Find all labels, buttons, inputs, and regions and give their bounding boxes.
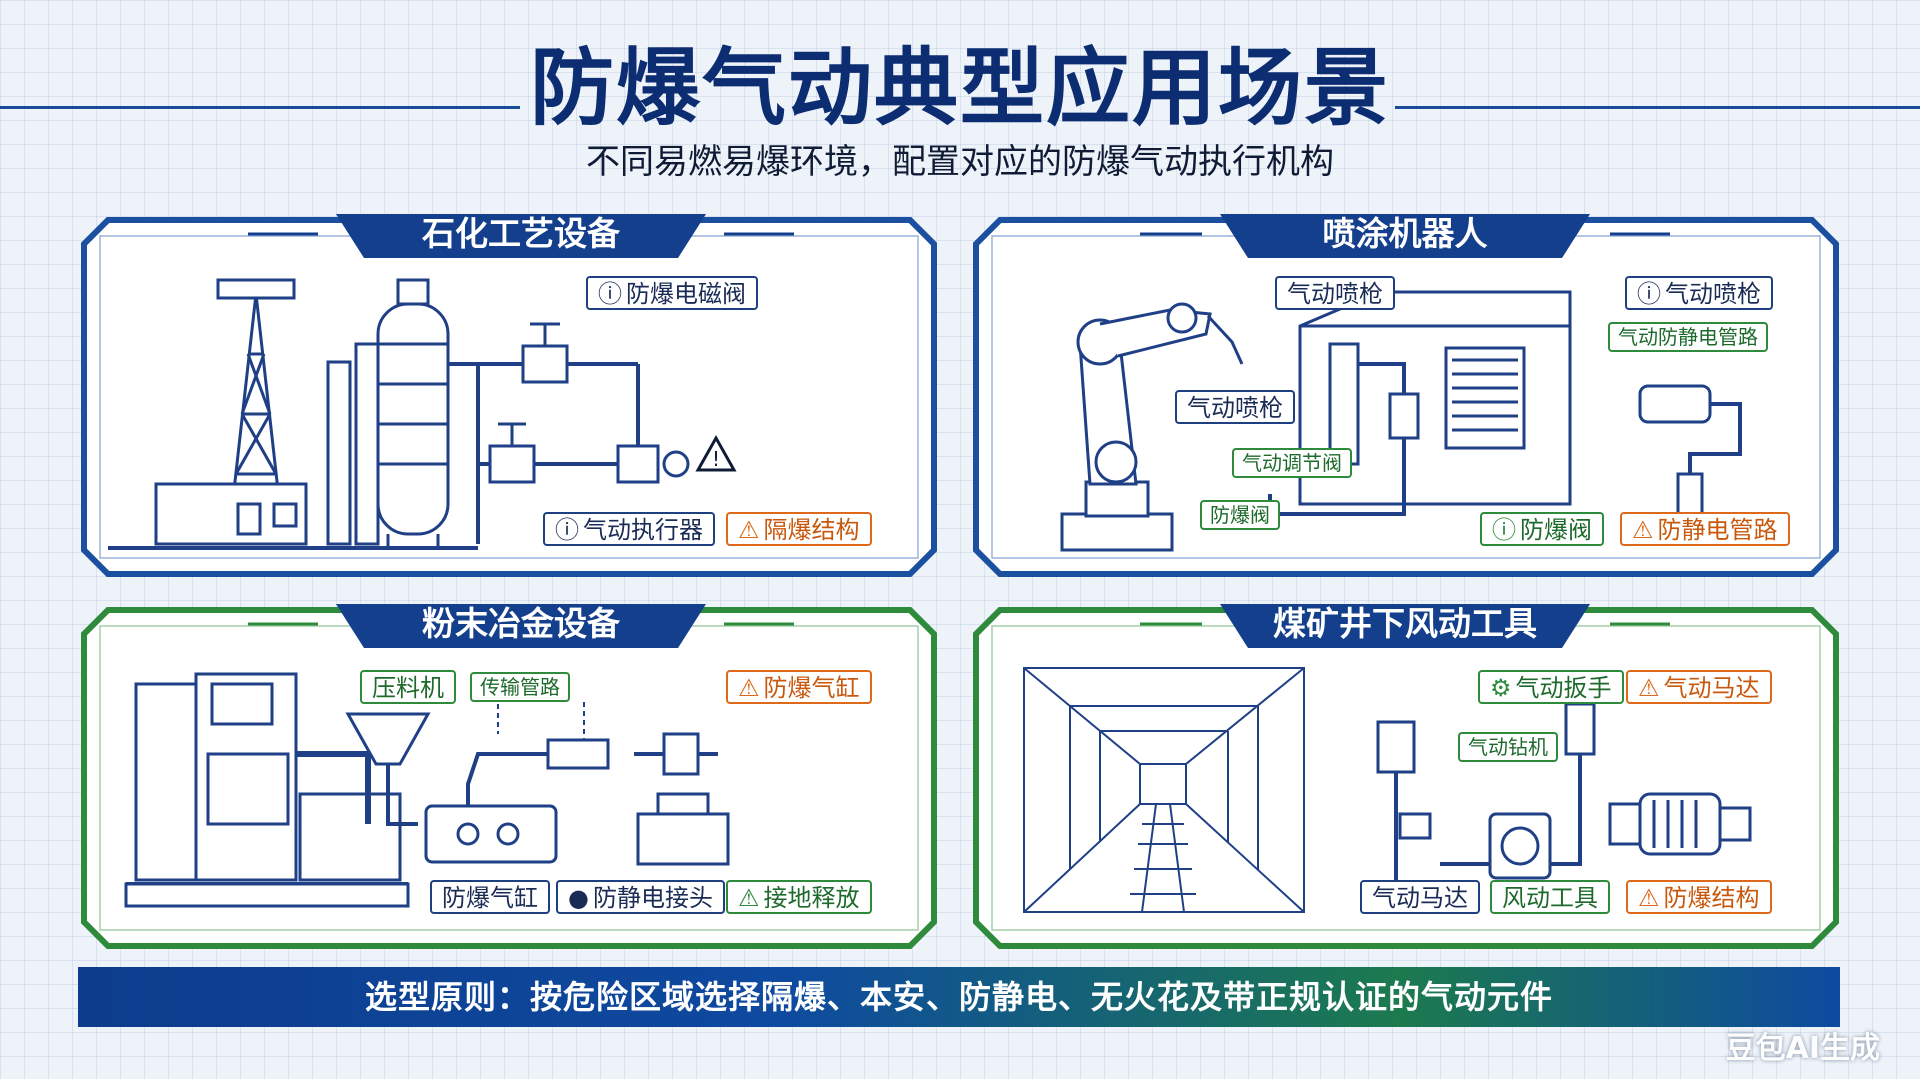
panel-title: 石化工艺设备: [422, 214, 620, 253]
selection-principle-bar: 选型原则：按危险区域选择隔爆、本安、防静电、无火花及带正规认证的气动元件: [78, 967, 1840, 1027]
tag-wind-tool: 风动工具: [1490, 880, 1610, 914]
panel-title: 喷涂机器人: [1322, 214, 1488, 253]
info-icon: ⓘ: [598, 280, 622, 308]
warning-icon: ⚠: [738, 884, 760, 912]
svg-text:!: !: [712, 447, 720, 471]
spray-robot-illustration: [1060, 290, 1742, 552]
page-subtitle: 不同易燃易爆环境，配置对应的防爆气动执行机构: [586, 142, 1334, 182]
warning-icon: ⚠: [1638, 674, 1660, 702]
warning-icon: ⚠: [1638, 884, 1660, 912]
tag-regulating-valve: 气动调节阀: [1232, 448, 1352, 478]
tag-ex-structure: ⚠防爆结构: [1626, 880, 1772, 914]
warning-icon: ⚠: [1632, 516, 1654, 544]
droplet-icon: ●: [568, 884, 589, 912]
warning-icon: ⚠: [738, 674, 760, 702]
warning-icon: ⚠: [738, 516, 760, 544]
tag-ex-cylinder-bottom: 防爆气缸: [430, 880, 550, 914]
tag-antistatic-circuit: 气动防静电管路: [1608, 322, 1768, 352]
panel-coal-mine: 煤矿井下风动工具 ⚙气: [970, 604, 1842, 952]
panel-petrochem: 石化工艺设备: [78, 214, 940, 580]
gear-icon: ⚙: [1490, 674, 1512, 702]
selection-principle-text: 选型原则：按危险区域选择隔爆、本安、防静电、无火花及带正规认证的气动元件: [364, 978, 1553, 1016]
tag-flameproof-structure: ⚠隔爆结构: [726, 512, 872, 546]
panel-powder-metallurgy: 粉末冶金设备 压料机 传: [78, 604, 940, 952]
info-icon: ⓘ: [1637, 280, 1661, 308]
panel-spray-robot: 喷涂机器人 气: [970, 214, 1842, 580]
tag-spray-gun-mid: 气动喷枪: [1175, 390, 1295, 424]
tag-ex-valve-small: 防爆阀: [1200, 500, 1280, 530]
page-title: 防爆气动典型应用场景: [529, 39, 1390, 137]
tag-spray-gun-top: 气动喷枪: [1275, 276, 1395, 310]
tag-grounding: ⚠接地释放: [726, 880, 872, 914]
powder-illustration: [124, 672, 730, 908]
mine-illustration: [1023, 667, 1752, 913]
tag-press-machine: 压料机: [360, 670, 456, 704]
tag-conveyor-pipeline: 传输管路: [470, 672, 570, 702]
panel-title: 煤矿井下风动工具: [1273, 604, 1537, 643]
tag-pneumatic-wrench: ⚙气动扳手: [1478, 670, 1624, 704]
tag-pneumatic-motor-top: ⚠气动马达: [1626, 670, 1772, 704]
petrochem-illustration: !: [108, 278, 737, 550]
tag-pneumatic-motor-bottom: 气动马达: [1360, 880, 1480, 914]
title-line-left: [0, 106, 520, 109]
panel-title: 粉末冶金设备: [422, 604, 620, 643]
title-line-right: [1395, 106, 1920, 109]
ai-watermark: 豆包AI生成: [1725, 1031, 1880, 1066]
tag-ex-cylinder-top: ⚠防爆气缸: [726, 670, 872, 704]
tag-antistatic-joint: ●防静电接头: [556, 880, 725, 914]
info-icon: ⓘ: [1492, 516, 1516, 544]
tag-antistatic-pipe: ⚠防静电管路: [1620, 512, 1790, 546]
info-icon: ⓘ: [555, 516, 579, 544]
tag-pneumatic-drill: 气动钻机: [1458, 732, 1558, 762]
